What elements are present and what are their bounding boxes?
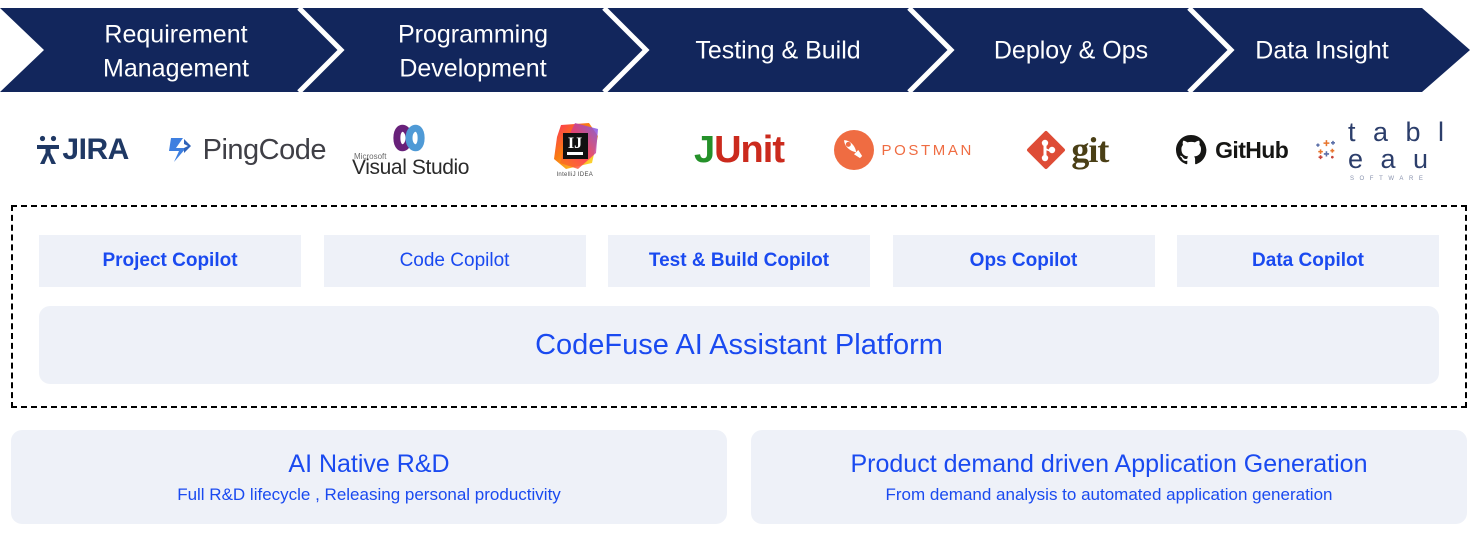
- codefuse-ai-assistant-platform-bar[interactable]: CodeFuse AI Assistant Platform: [39, 306, 1439, 384]
- value-card-title: AI Native R&D: [288, 449, 450, 478]
- jira-icon: [37, 135, 60, 164]
- stage-label-requirement-management-line1: Requirement: [104, 21, 247, 49]
- svg-text:IJ: IJ: [568, 135, 582, 152]
- logo-intellij-idea: IJ IntelliJ IDEA: [493, 104, 657, 196]
- copilot-row: Project Copilot Code Copilot Test & Buil…: [39, 235, 1439, 287]
- stage-label-deploy-ops: Deploy & Ops: [994, 37, 1148, 65]
- value-proposition-row: AI Native R&D Full R&D lifecycle , Relea…: [11, 430, 1467, 524]
- intellij-idea-caption: IntelliJ IDEA: [556, 171, 594, 178]
- tableau-subtitle: SOFTWARE: [1349, 175, 1429, 182]
- tableau-icon: [1316, 140, 1335, 160]
- copilot-code[interactable]: Code Copilot: [323, 235, 586, 287]
- tableau-wordmark: t a b l e a u: [1347, 116, 1449, 174]
- jira-wordmark: JIRA: [62, 133, 129, 166]
- visual-studio-wordmark: Visual Studio: [352, 155, 470, 179]
- intellij-idea-icon: IJ: [553, 122, 598, 169]
- pingcode-wordmark: PingCode: [202, 133, 327, 166]
- value-card-title: Product demand driven Application Genera…: [850, 449, 1368, 478]
- logo-tableau: t a b l e a u SOFTWARE: [1314, 104, 1478, 196]
- stage-label-data-insight: Data Insight: [1255, 37, 1388, 65]
- github-wordmark: GitHub: [1215, 136, 1289, 163]
- logo-git: git: [985, 104, 1149, 196]
- pingcode-icon: [168, 138, 191, 162]
- codefuse-platform-region: Project Copilot Code Copilot Test & Buil…: [11, 205, 1467, 408]
- stage-label-programming-development-line1: Programming: [398, 21, 548, 49]
- lifecycle-stage-banner: Requirement Management Programming Devel…: [0, 0, 1478, 100]
- banner-body: [0, 8, 1470, 92]
- value-card-subtitle: From demand analysis to automated applic…: [885, 484, 1333, 504]
- logo-junit: JUnit: [657, 104, 821, 196]
- postman-wordmark: POSTMAN: [881, 141, 974, 159]
- logo-github: GitHub: [1150, 104, 1314, 196]
- logo-visual-studio: Microsoft Visual Studio: [328, 104, 492, 196]
- copilot-project[interactable]: Project Copilot: [39, 235, 301, 287]
- copilot-test-build[interactable]: Test & Build Copilot: [608, 235, 870, 287]
- copilot-ops[interactable]: Ops Copilot: [892, 235, 1155, 287]
- github-icon: [1176, 135, 1207, 165]
- junit-wordmark-j: J: [693, 128, 715, 171]
- copilot-data[interactable]: Data Copilot: [1177, 235, 1439, 287]
- value-card-application-generation[interactable]: Product demand driven Application Genera…: [751, 430, 1467, 524]
- stage-label-testing-build: Testing & Build: [695, 37, 860, 65]
- logo-pingcode: PingCode: [164, 104, 328, 196]
- logo-jira: JIRA: [0, 104, 164, 196]
- stage-separators: [297, 6, 1235, 94]
- stage-label-requirement-management-line2: Management: [103, 55, 249, 83]
- value-card-ai-native-rd[interactable]: AI Native R&D Full R&D lifecycle , Relea…: [11, 430, 727, 524]
- git-icon: [1027, 131, 1066, 169]
- visual-studio-superscript: Microsoft: [354, 151, 387, 161]
- git-wordmark: git: [1071, 130, 1109, 170]
- stage-label-programming-development-line2: Development: [399, 55, 546, 83]
- value-card-subtitle: Full R&D lifecycle , Releasing personal …: [177, 484, 561, 504]
- visual-studio-infinity-icon: [392, 124, 425, 151]
- postman-icon: [833, 130, 874, 170]
- junit-wordmark-unit: Unit: [714, 128, 785, 171]
- tool-logo-strip: JIRA PingCode Microsoft Visual Studio: [0, 104, 1478, 196]
- logo-postman: POSTMAN: [821, 104, 985, 196]
